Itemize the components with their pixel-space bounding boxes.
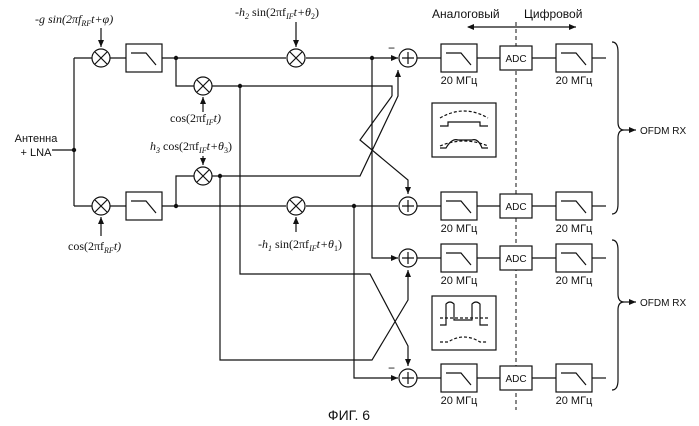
spectrum-top — [432, 103, 496, 157]
lo-bottom-equation: cos(2πfRFt) — [68, 239, 121, 255]
analog-lpf-label: 20 МГц — [441, 275, 478, 287]
summer-2 — [399, 197, 417, 215]
summer-1 — [399, 49, 417, 67]
input-split-wire — [52, 58, 92, 206]
analog-label: Аналоговый — [432, 7, 500, 21]
output-chain-2: 20 МГц ADC 20 МГц — [417, 192, 606, 235]
adc-block: ADC — [500, 194, 532, 218]
if-mixer-bottom — [194, 167, 212, 185]
analog-lpf — [441, 44, 477, 72]
analog-lpf-label: 20 МГц — [441, 223, 478, 235]
adc-block: ADC — [500, 46, 532, 70]
h2-equation: -h2 sin(2πfIFt+θ2) — [235, 5, 319, 21]
analog-lpf — [441, 244, 477, 272]
analog-lpf — [441, 364, 477, 392]
ofdm-brace-bottom — [612, 240, 624, 390]
bottom-to-if-mixer-wire — [176, 176, 194, 206]
spectrum-bottom — [432, 296, 496, 350]
lo-top-equation: -g sin(2πfRFt+φ) — [35, 12, 113, 28]
input-label-line2: + LNA — [21, 147, 53, 159]
figure-caption: ФИГ. 6 — [328, 407, 370, 423]
adc-label: ADC — [505, 202, 526, 213]
top-to-if-mixer-wire — [176, 58, 194, 86]
digital-lpf — [556, 192, 592, 220]
if-mixer-top — [194, 77, 212, 95]
ofdm-rx-label-bottom: OFDM RX — [640, 298, 686, 309]
lpf-top — [126, 44, 162, 72]
rf-mixer-top — [92, 49, 110, 67]
digital-lpf-label: 20 МГц — [556, 223, 593, 235]
input-label-line1: Антенна — [15, 133, 59, 145]
h2-mixer — [287, 49, 305, 67]
adc-label: ADC — [505, 254, 526, 265]
digital-lpf — [556, 244, 592, 272]
h1-equation: -h1 sin(2πfIFt+θ1) — [258, 237, 342, 253]
summer-4 — [399, 369, 417, 387]
h1-mixer — [287, 197, 305, 215]
adc-block: ADC — [500, 366, 532, 390]
digital-lpf-label: 20 МГц — [556, 275, 593, 287]
if-cos-equation: cos(2πfIFt) — [170, 111, 221, 127]
digital-lpf-label: 20 МГц — [556, 395, 593, 407]
digital-lpf — [556, 364, 592, 392]
digital-lpf — [556, 44, 592, 72]
digital-lpf-label: 20 МГц — [556, 75, 593, 87]
summer-4-sign: − — [388, 361, 395, 375]
adc-label: ADC — [505, 374, 526, 385]
output-chain-4: 20 МГц ADC 20 МГц — [417, 364, 606, 407]
ofdm-brace-top — [612, 42, 624, 214]
input-junction — [72, 148, 76, 152]
analog-lpf — [441, 192, 477, 220]
analog-lpf-label: 20 МГц — [441, 75, 478, 87]
summer-3 — [399, 249, 417, 267]
output-chain-1: 20 МГц ADC 20 МГц — [417, 44, 606, 87]
adc-block: ADC — [500, 246, 532, 270]
analog-lpf-label: 20 МГц — [441, 395, 478, 407]
ofdm-rx-label-top: OFDM RX — [640, 126, 686, 137]
digital-label: Цифровой — [524, 7, 582, 21]
summer-1-sign: − — [388, 41, 395, 55]
lpf-bottom — [126, 192, 162, 220]
rf-mixer-bottom — [92, 197, 110, 215]
h3-equation: h3 cos(2πfIFt+θ3) — [150, 139, 232, 155]
mixer-to-lpf-wires — [110, 58, 126, 206]
adc-label: ADC — [505, 54, 526, 65]
output-chain-3: 20 МГц ADC 20 МГц — [417, 244, 606, 287]
